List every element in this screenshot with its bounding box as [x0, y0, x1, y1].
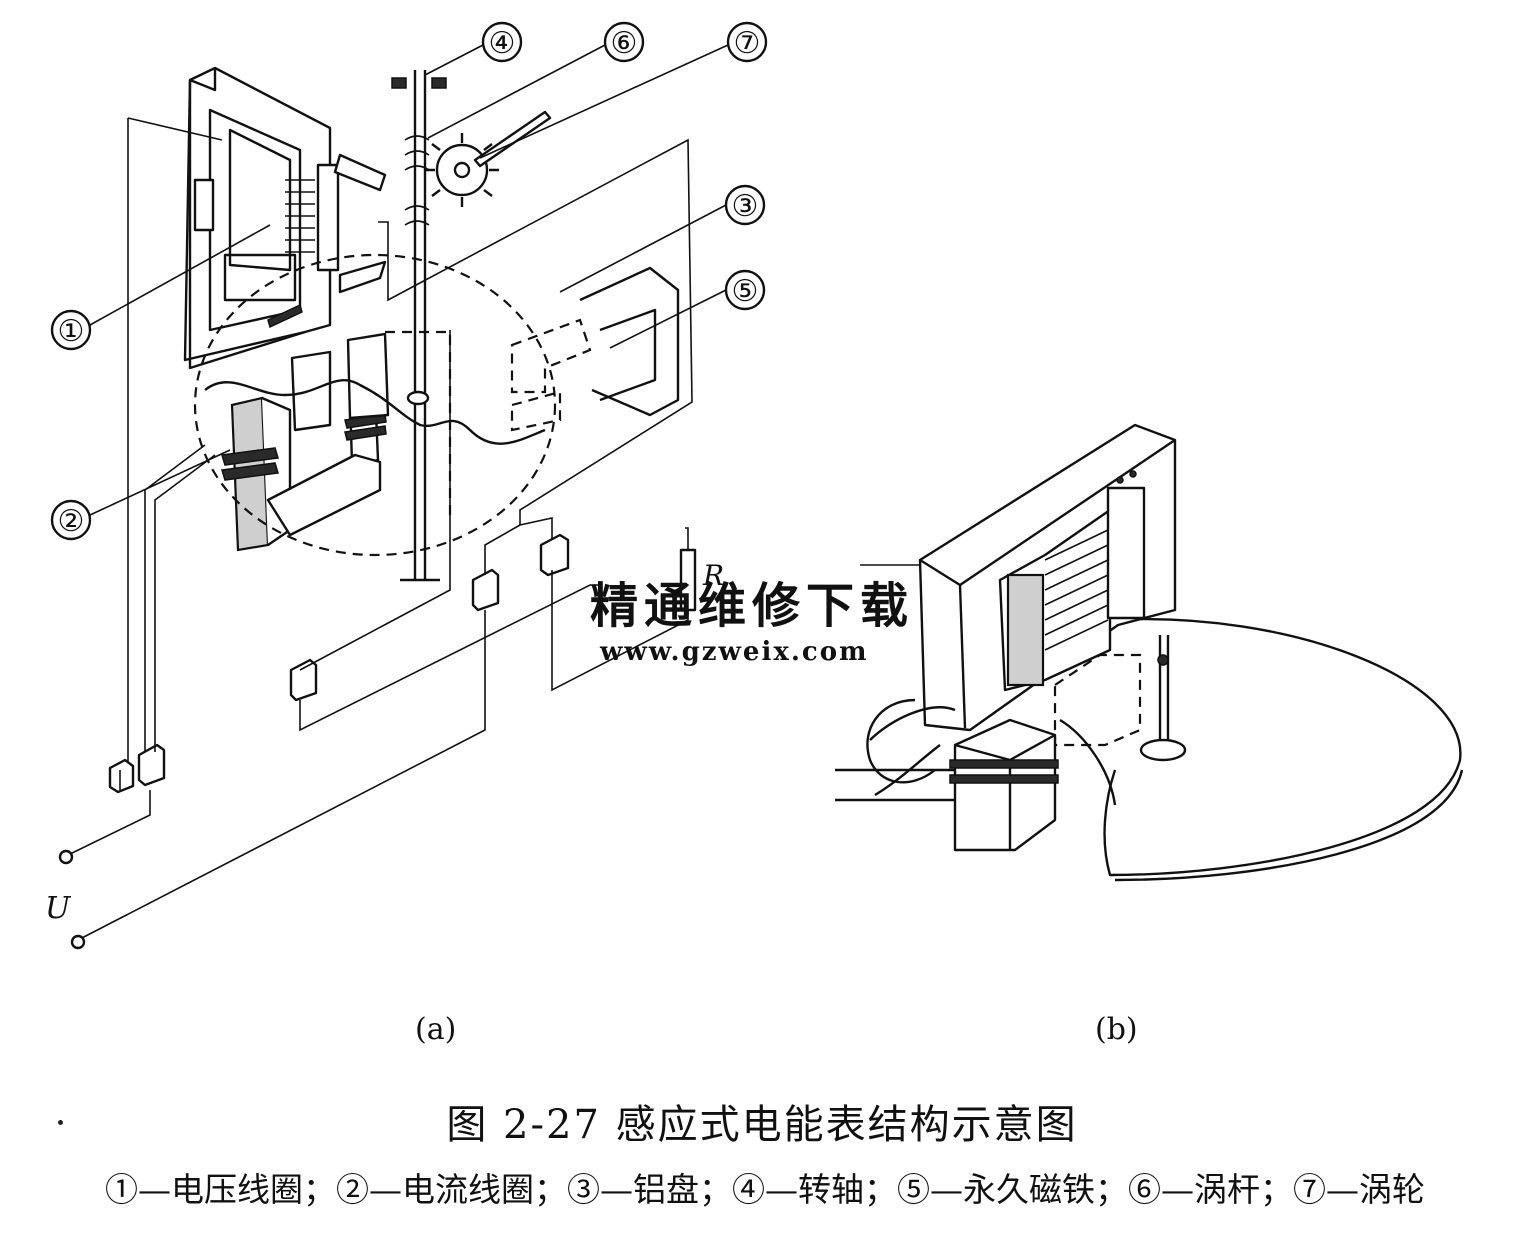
panel-b-label: (b)	[1095, 1012, 1138, 1047]
panel-a-label: (a)	[415, 1012, 457, 1047]
panel-b-drawing	[835, 423, 1464, 882]
terminal-upper	[58, 849, 74, 865]
callout-1-label: ①	[58, 314, 85, 349]
callout-4-label: ④	[489, 26, 516, 61]
figure-caption: 图 2-27 感应式电能表结构示意图	[446, 1102, 1078, 1148]
voltage-electromagnet-b	[918, 423, 1177, 732]
callout-2	[50, 449, 231, 541]
callout-5-label: ⑤	[732, 274, 759, 309]
voltage-wire-left	[127, 117, 223, 775]
current-electromagnet-b	[949, 718, 1059, 852]
voltage-coil-electromagnet	[183, 66, 387, 370]
voltage-coil-windings	[285, 179, 315, 253]
resistor-label: R	[702, 559, 724, 592]
voltage-wire-right	[378, 138, 693, 525]
current-conductor	[204, 379, 546, 445]
worm-wheel-gear	[425, 110, 552, 207]
callout-5	[609, 269, 766, 349]
callout-3-label: ③	[732, 189, 759, 224]
watermark-url: www.gzweix.com	[599, 637, 869, 667]
lead-wires-b	[835, 706, 1117, 806]
aluminium-disc	[193, 253, 557, 557]
watermark-cn: 精通维修下载	[590, 578, 914, 634]
terminal-lower	[70, 934, 86, 950]
callout-6	[427, 21, 645, 139]
current-coil-electromagnet	[221, 332, 390, 552]
figure-legend: ①—电压线圈；②—电流线圈；③—铝盘；④—转轴；⑤—永久磁铁；⑥—涡杆；⑦—涡轮	[105, 1170, 1425, 1209]
callout-6-label: ⑥	[611, 26, 638, 61]
resistor	[679, 548, 697, 612]
callout-4	[424, 21, 523, 76]
disc-b	[1103, 617, 1462, 877]
callout-3	[559, 184, 766, 293]
callout-7	[479, 21, 768, 159]
hidden-core-line	[385, 330, 452, 520]
callout-1	[50, 224, 271, 351]
callout-7-label: ⑦	[734, 26, 761, 61]
stray-dot	[58, 1120, 63, 1125]
voltage-label: U	[45, 891, 72, 926]
callout-2-label: ②	[58, 504, 85, 539]
rotating-shaft	[391, 70, 447, 582]
panel-a-drawing: ④ ⑥ ⑦ ③ ⑤ ① ② R U	[45, 21, 768, 950]
permanent-magnet	[510, 266, 680, 432]
terminal-blocks	[108, 533, 570, 794]
